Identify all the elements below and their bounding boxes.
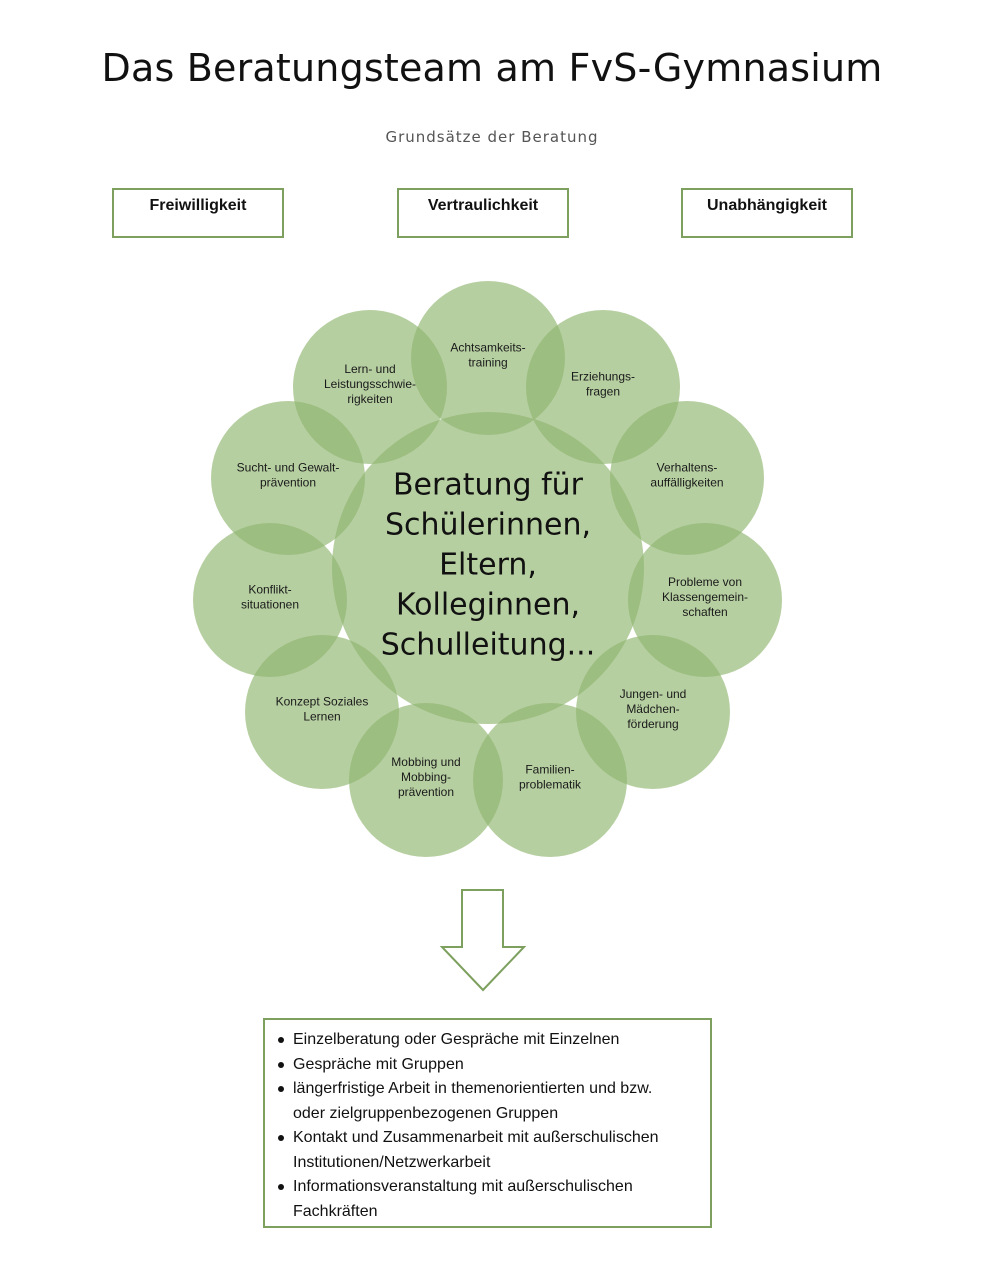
topic-label-line: auffälligkeiten bbox=[650, 476, 723, 490]
topic-label-line: Mobbing und bbox=[391, 755, 460, 769]
offerings-list: Einzelberatung oder Gespräche mit Einzel… bbox=[277, 1028, 700, 1224]
topic-circle bbox=[193, 523, 347, 677]
principle-unabhaengigkeit: Unabhängigkeit bbox=[681, 188, 853, 238]
list-item-line: längerfristige Arbeit in themenorientier… bbox=[293, 1080, 653, 1097]
topic-label-line: problematik bbox=[519, 778, 582, 792]
topic-label-line: Klassengemein- bbox=[662, 590, 748, 604]
topic-label: Konflikt-situationen bbox=[241, 583, 299, 612]
topic-label: Familien-problematik bbox=[519, 763, 582, 792]
topic-label-line: Achtsamkeits- bbox=[450, 341, 525, 355]
topic-label-line: Konflikt- bbox=[248, 583, 291, 597]
topic-label-line: rigkeiten bbox=[347, 392, 392, 406]
center-label-line: Kolleginnen, bbox=[396, 588, 580, 623]
list-item-line: Kontakt und Zusammenarbeit mit außerschu… bbox=[293, 1129, 659, 1146]
topic-label-line: Mädchen- bbox=[626, 702, 679, 716]
topic-label-line: Verhaltens- bbox=[657, 461, 718, 475]
bullet-icon bbox=[278, 1135, 284, 1141]
topic-label-line: schaften bbox=[682, 605, 727, 619]
topic-label-line: fragen bbox=[586, 385, 620, 399]
topic-label-line: Konzept Soziales bbox=[276, 695, 369, 709]
page-subtitle: Grundsätze der Beratung bbox=[385, 128, 599, 146]
list-item-line: Informationsveranstaltung mit außerschul… bbox=[293, 1178, 633, 1195]
topic-label-line: Lernen bbox=[303, 710, 340, 724]
offerings-box: Einzelberatung oder Gespräche mit Einzel… bbox=[263, 1018, 712, 1228]
list-item-line: Fachkräften bbox=[293, 1202, 378, 1220]
topic-label-line: Erziehungs- bbox=[571, 370, 635, 384]
topic-circle bbox=[411, 281, 565, 435]
center-label-line: Schulleitung... bbox=[381, 628, 595, 663]
topic-label-line: situationen bbox=[241, 598, 299, 612]
topic-label-line: Mobbing- bbox=[401, 770, 451, 784]
bullet-icon bbox=[278, 1184, 284, 1190]
list-item-line: oder zielgruppenbezogenen Gruppen bbox=[293, 1104, 559, 1122]
list-item-line: Institutionen/Netzwerkarbeit bbox=[293, 1153, 491, 1171]
topic-label-line: prävention bbox=[260, 476, 316, 490]
topic-label-line: Leistungsschwie- bbox=[324, 377, 416, 391]
topic-label: Erziehungs-fragen bbox=[571, 370, 635, 399]
down-arrow-icon bbox=[439, 889, 527, 992]
list-item: Einzelberatung oder Gespräche mit Einzel… bbox=[277, 1028, 700, 1053]
principle-vertraulichkeit: Vertraulichkeit bbox=[397, 188, 569, 238]
center-label-line: Schülerinnen, bbox=[385, 508, 591, 543]
topic-label-line: Sucht- und Gewalt- bbox=[237, 461, 340, 475]
principle-freiwilligkeit: Freiwilligkeit bbox=[112, 188, 284, 238]
topic-label-line: Familien- bbox=[525, 763, 574, 777]
center-circle bbox=[332, 412, 644, 724]
list-item: längerfristige Arbeit in themenorientier… bbox=[277, 1077, 700, 1126]
list-item: Informationsveranstaltung mit außerschul… bbox=[277, 1175, 700, 1224]
topic-label-line: prävention bbox=[398, 785, 454, 799]
topic-label-line: Lern- und bbox=[344, 362, 395, 376]
bullet-icon bbox=[278, 1061, 284, 1068]
list-item-line: Einzelberatung oder Gespräche mit Einzel… bbox=[293, 1031, 620, 1048]
page-title: Das Beratungsteam am FvS-Gymnasium bbox=[101, 46, 883, 90]
list-item-line: Gespräche mit Gruppen bbox=[293, 1055, 464, 1073]
topic-label-line: Jungen- und bbox=[620, 687, 687, 701]
topic-label-line: Probleme von bbox=[668, 575, 742, 589]
topic-circle bbox=[293, 310, 447, 464]
bullet-icon bbox=[278, 1037, 284, 1043]
list-item: Gespräche mit Gruppen bbox=[277, 1053, 700, 1078]
topic-label-line: training bbox=[468, 356, 507, 370]
topic-circle bbox=[473, 703, 627, 857]
center-label-line: Eltern, bbox=[439, 548, 537, 583]
topic-label: Sucht- und Gewalt-prävention bbox=[237, 461, 340, 490]
topic-label: Achtsamkeits-training bbox=[450, 341, 525, 370]
bullet-icon bbox=[278, 1086, 284, 1092]
topic-label-line: förderung bbox=[627, 717, 678, 731]
topic-label: Verhaltens-auffälligkeiten bbox=[650, 461, 723, 490]
topic-circle bbox=[610, 401, 764, 555]
center-label-line: Beratung für bbox=[393, 468, 584, 503]
list-item: Kontakt und Zusammenarbeit mit außerschu… bbox=[277, 1126, 700, 1175]
